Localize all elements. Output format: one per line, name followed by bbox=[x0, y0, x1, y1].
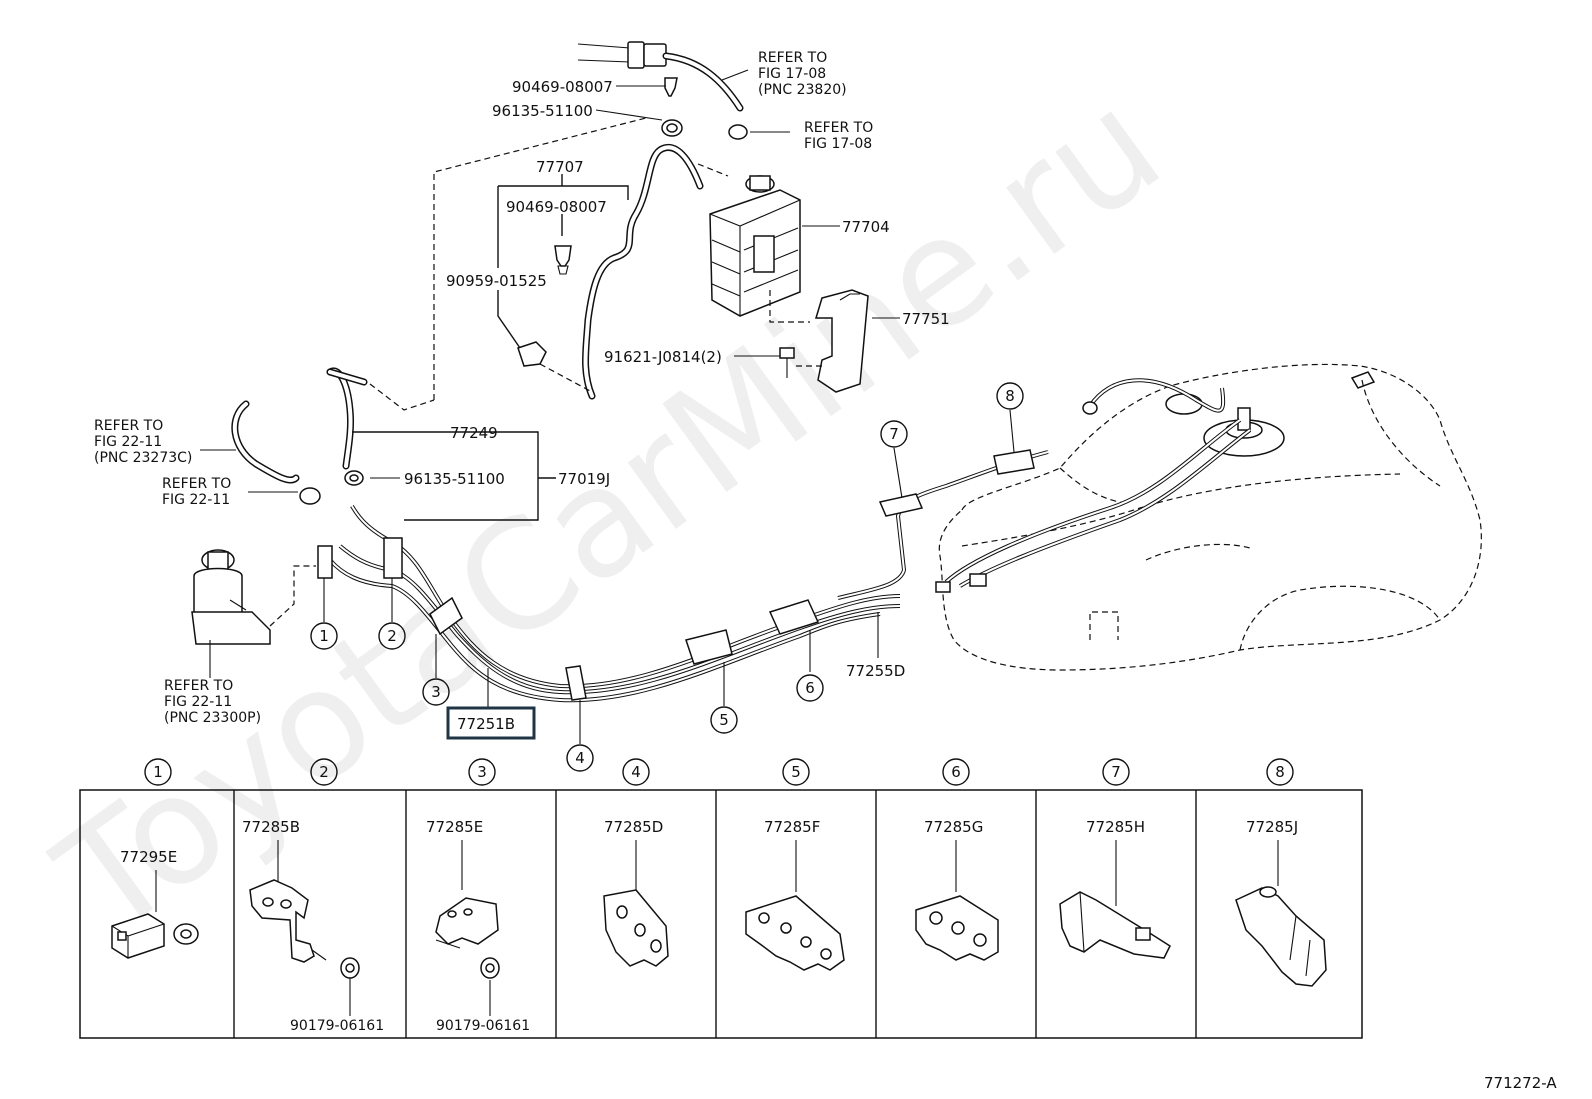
callout-1: 1 bbox=[319, 627, 329, 645]
clamp-96135-top[interactable] bbox=[661, 119, 683, 137]
refer-17-08-a-line3: (PNC 23820) bbox=[758, 82, 847, 98]
part-77285E: 77285E bbox=[426, 818, 483, 836]
table-col-3-number: 3 bbox=[477, 763, 487, 781]
clamp-6-on-line[interactable] bbox=[768, 599, 820, 635]
vsv-unit bbox=[191, 549, 271, 645]
callout-7: 7 bbox=[889, 425, 899, 443]
label-90469-mid: 90469-08007 bbox=[506, 198, 607, 216]
table-col-1-number: 1 bbox=[153, 763, 163, 781]
table-col-7-number: 7 bbox=[1111, 763, 1121, 781]
refer-17-08-a-line1: REFER TO bbox=[758, 50, 827, 66]
label-77751: 77751 bbox=[902, 310, 950, 328]
part-90179-col3: 90179-06161 bbox=[436, 1018, 530, 1034]
callout-8: 8 bbox=[1005, 387, 1015, 405]
table-col-4-number: 4 bbox=[631, 763, 641, 781]
label-96135-top: 96135-51100 bbox=[492, 102, 593, 120]
clamp-5-on-line[interactable] bbox=[685, 629, 733, 665]
label-77707: 77707 bbox=[536, 158, 584, 176]
label-77255D: 77255D bbox=[846, 662, 905, 680]
callout-6: 6 bbox=[805, 679, 815, 697]
callout-2: 2 bbox=[387, 627, 397, 645]
label-90469-top: 90469-08007 bbox=[512, 78, 613, 96]
part-77285J: 77285J bbox=[1246, 818, 1298, 836]
label-77251B: 77251B bbox=[457, 715, 515, 733]
clip-90469-mid[interactable] bbox=[554, 245, 572, 275]
clip-90959[interactable] bbox=[517, 341, 547, 367]
refer-22-11-a-line2: FIG 22-11 bbox=[94, 434, 162, 450]
table-col-8-number: 8 bbox=[1275, 763, 1285, 781]
callout-5: 5 bbox=[719, 711, 729, 729]
table-header-circles: 1 2 3 4 5 6 7 8 bbox=[144, 758, 1294, 786]
refer-17-08-a-line2: FIG 17-08 bbox=[758, 66, 826, 82]
clamp-table bbox=[79, 789, 1363, 1039]
top-hose bbox=[577, 41, 744, 112]
refer-22-11-a-line1: REFER TO bbox=[94, 418, 163, 434]
table-cell-3[interactable]: 77285E 90179-06161 bbox=[426, 818, 530, 1034]
part-77285H: 77285H bbox=[1086, 818, 1145, 836]
clamp-3-on-line[interactable] bbox=[429, 596, 463, 636]
label-91621: 91621-J0814(2) bbox=[604, 348, 722, 366]
clamp-7-on-line[interactable] bbox=[878, 493, 924, 517]
table-cell-8[interactable]: 77285J bbox=[1235, 818, 1327, 987]
clamp-8-on-line[interactable] bbox=[993, 449, 1035, 475]
hose-77707 bbox=[582, 144, 704, 400]
part-77295E: 77295E bbox=[120, 848, 177, 866]
label-77019J: 77019J bbox=[558, 470, 610, 488]
callout-3: 3 bbox=[431, 683, 441, 701]
table-col-6-number: 6 bbox=[951, 763, 961, 781]
clamp-1-on-line[interactable] bbox=[317, 545, 333, 579]
table-cell-2[interactable]: 77285B 90179-06161 bbox=[242, 818, 384, 1034]
table-col-5-number: 5 bbox=[791, 763, 801, 781]
bracket-77751[interactable] bbox=[814, 289, 869, 393]
label-77249: 77249 bbox=[450, 424, 498, 442]
callout-4: 4 bbox=[575, 749, 585, 767]
hose-fig-22-11 bbox=[231, 400, 300, 484]
label-77704: 77704 bbox=[842, 218, 890, 236]
clip-90469-top[interactable] bbox=[664, 77, 678, 97]
table-cell-1[interactable]: 77295E bbox=[111, 848, 199, 959]
charcoal-canister-77704[interactable] bbox=[709, 175, 801, 317]
table-cell-7[interactable]: 77285H bbox=[1059, 818, 1171, 959]
refer-22-11-c-line3: (PNC 23300P) bbox=[164, 710, 261, 726]
part-77285B: 77285B bbox=[242, 818, 300, 836]
label-96135-mid: 96135-51100 bbox=[404, 470, 505, 488]
table-cell-5[interactable]: 77285F bbox=[745, 818, 845, 971]
refer-22-11-b-line2: FIG 22-11 bbox=[162, 492, 230, 508]
part-77285G: 77285G bbox=[924, 818, 983, 836]
table-cell-4[interactable]: 77285D bbox=[603, 818, 669, 967]
figure-code: 771272-A bbox=[1484, 1074, 1557, 1092]
refer-22-11-c-line2: FIG 22-11 bbox=[164, 694, 232, 710]
label-90959: 90959-01525 bbox=[446, 272, 547, 290]
refer-17-08-b-line2: FIG 17-08 bbox=[804, 136, 872, 152]
clamp-17-08[interactable] bbox=[728, 124, 748, 140]
refer-22-11-a-line3: (PNC 23273C) bbox=[94, 450, 192, 466]
refer-22-11-c-line1: REFER TO bbox=[164, 678, 233, 694]
clamp-22-11[interactable] bbox=[299, 487, 321, 505]
refer-17-08-b-line1: REFER TO bbox=[804, 120, 873, 136]
table-cell-6[interactable]: 77285G bbox=[915, 818, 999, 961]
hose-77249 bbox=[326, 367, 368, 470]
callout-circles-main: 1 2 3 4 5 6 7 8 bbox=[310, 382, 1024, 772]
highlight-box-77251B[interactable] bbox=[446, 706, 536, 740]
part-90179-col2: 90179-06161 bbox=[290, 1018, 384, 1034]
clamp-2-on-line[interactable] bbox=[383, 537, 403, 579]
part-77285F: 77285F bbox=[764, 818, 820, 836]
clamp-4-on-line[interactable] bbox=[565, 665, 587, 701]
part-77285D: 77285D bbox=[604, 818, 663, 836]
clamp-96135-mid[interactable] bbox=[344, 470, 364, 486]
fuel-tank bbox=[935, 363, 1482, 671]
refer-22-11-b-line1: REFER TO bbox=[162, 476, 231, 492]
table-col-2-number: 2 bbox=[319, 763, 329, 781]
bolt-91621[interactable] bbox=[779, 347, 795, 378]
